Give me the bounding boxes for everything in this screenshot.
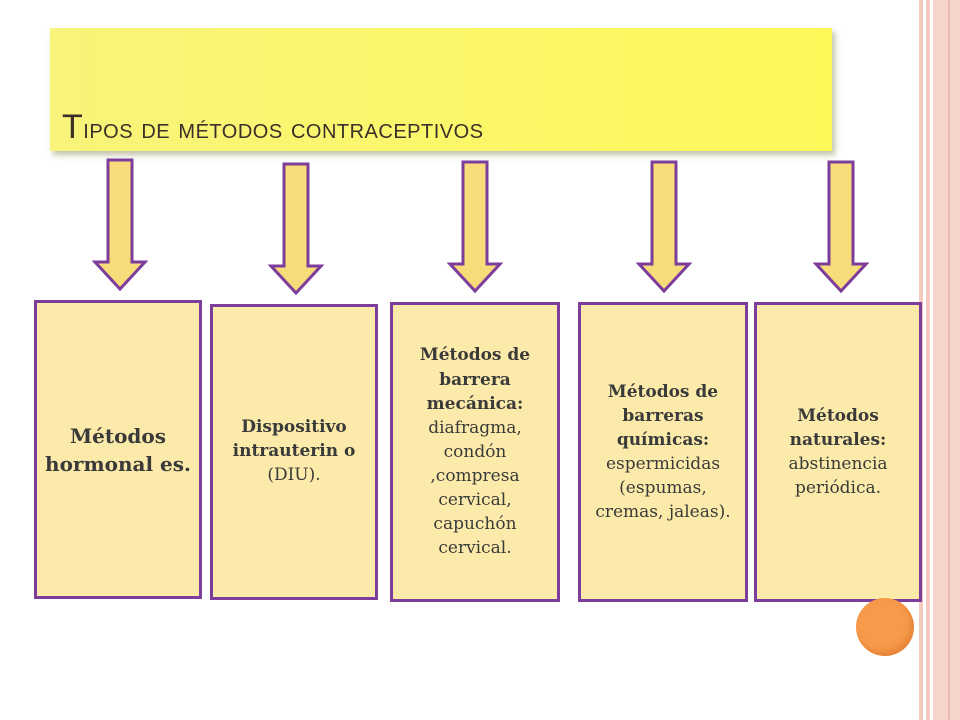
method-box-barrera-mecanica: Métodos de barrera mecánica: diafragma, … <box>390 302 560 602</box>
arrow-down-icon <box>268 162 324 296</box>
slide-title: Tipos de métodos contraceptivos <box>62 108 484 146</box>
method-box-barreras-quimicas: Métodos de barreras químicas: espermicid… <box>578 302 748 602</box>
decor-stripe-2 <box>926 0 930 720</box>
method-title: Métodos de barreras químicas: <box>607 381 719 450</box>
method-title: Métodos hormonal es. <box>45 423 191 476</box>
arrow-down-icon <box>636 160 692 294</box>
arrow-down-icon <box>92 158 148 292</box>
method-description: espermicidas (espumas, cremas, jaleas). <box>595 454 731 523</box>
method-description: diafragma, condón ,compresa cervical, ca… <box>428 417 522 559</box>
arrow-down-icon <box>447 160 503 294</box>
method-title: Métodos naturales: <box>789 405 887 450</box>
method-title: Métodos de barrera mecánica: <box>419 345 531 414</box>
arrow-down-icon <box>813 160 869 294</box>
title-banner: Tipos de métodos contraceptivos <box>50 28 832 151</box>
method-title: Dispositivo intrauterin o <box>232 417 356 462</box>
method-description: abstinencia periódica. <box>788 454 888 499</box>
decor-circle <box>856 598 914 656</box>
method-box-hormonal: Métodos hormonal es. <box>34 300 202 599</box>
decor-stripe-3 <box>933 0 960 720</box>
method-box-diu: Dispositivo intrauterin o (DIU). <box>210 304 378 600</box>
method-box-naturales: Métodos naturales: abstinencia periódica… <box>754 302 922 602</box>
decor-stripe-line <box>948 0 950 720</box>
method-description: (DIU). <box>267 464 321 485</box>
